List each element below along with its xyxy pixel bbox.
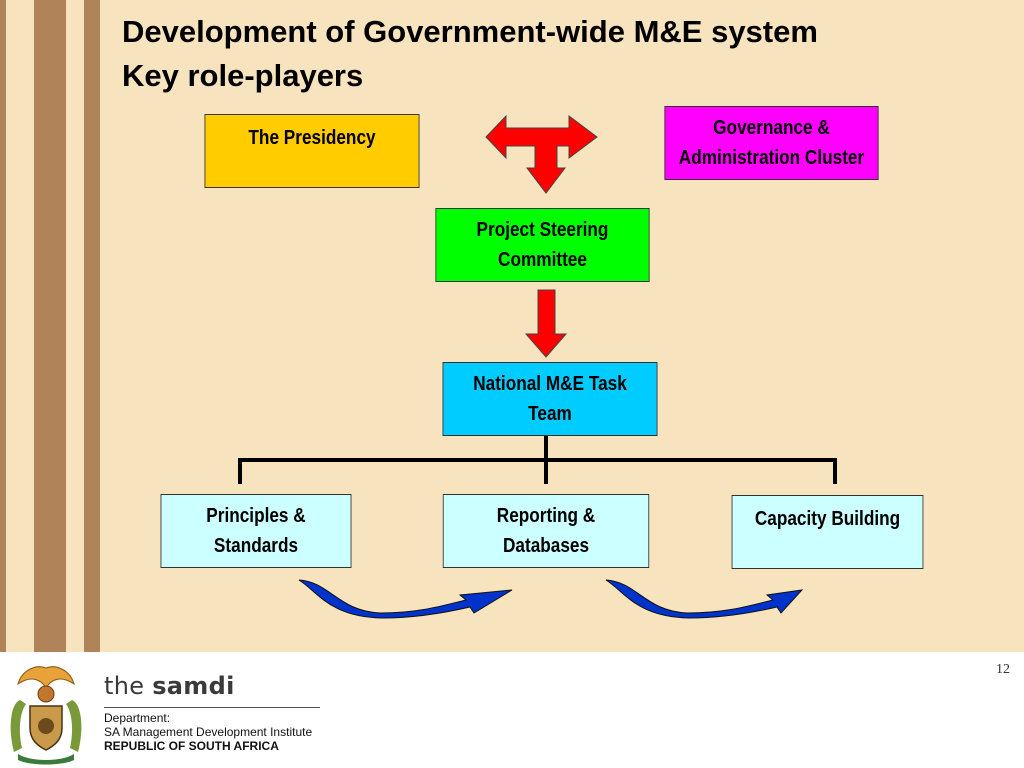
- capacity-label: Capacity Building: [754, 508, 901, 530]
- footer: [0, 652, 1024, 768]
- department-line-1: Department:: [104, 711, 171, 725]
- department-line-2: SA Management Development Institute: [104, 725, 313, 739]
- down-arrow-icon: [524, 289, 568, 358]
- steering-committee-box: Project Steering Committee: [435, 208, 650, 282]
- capacity-box: Capacity Building: [731, 495, 924, 569]
- task-team-box: National M&E Task Team: [442, 362, 658, 436]
- title-line-2: Key role-players: [122, 58, 364, 93]
- department-line-3: REPUBLIC OF SOUTH AFRICA: [104, 739, 279, 753]
- org-bracket: [238, 435, 837, 484]
- brand-divider: [104, 707, 320, 708]
- curved-arrow-icon: [298, 579, 513, 619]
- decorative-stripe: [84, 0, 100, 652]
- coat-of-arms-icon: [10, 666, 82, 765]
- presidency-label: The Presidency: [248, 127, 376, 149]
- decorative-stripe: [34, 0, 66, 652]
- reporting-label: Reporting & Databases: [496, 505, 596, 557]
- page-number: 12: [996, 662, 1010, 677]
- decorative-stripe: [0, 0, 6, 652]
- brand-name: samdi: [152, 672, 235, 700]
- brand-prefix: the: [104, 672, 153, 700]
- department-block: Department: SA Management Development In…: [104, 711, 312, 753]
- curved-arrow-icon: [605, 579, 804, 619]
- reporting-box: Reporting & Databases: [442, 494, 650, 568]
- title-line-1: Development of Government-wide M&E syste…: [122, 14, 818, 49]
- principles-box: Principles & Standards: [160, 494, 352, 568]
- principles-label: Principles & Standards: [206, 505, 306, 557]
- samdi-brand: the samdi: [104, 672, 235, 700]
- steering-label: Project Steering Committee: [476, 219, 609, 271]
- governance-cluster-box: Governance & Administration Cluster: [664, 106, 879, 180]
- task-team-label: National M&E Task Team: [473, 373, 627, 425]
- governance-label: Governance & Administration Cluster: [678, 117, 865, 169]
- merge-arrow-icon: [485, 114, 598, 194]
- slide-title: Development of Government-wide M&E syste…: [122, 10, 1002, 98]
- presidency-box: The Presidency: [204, 114, 420, 188]
